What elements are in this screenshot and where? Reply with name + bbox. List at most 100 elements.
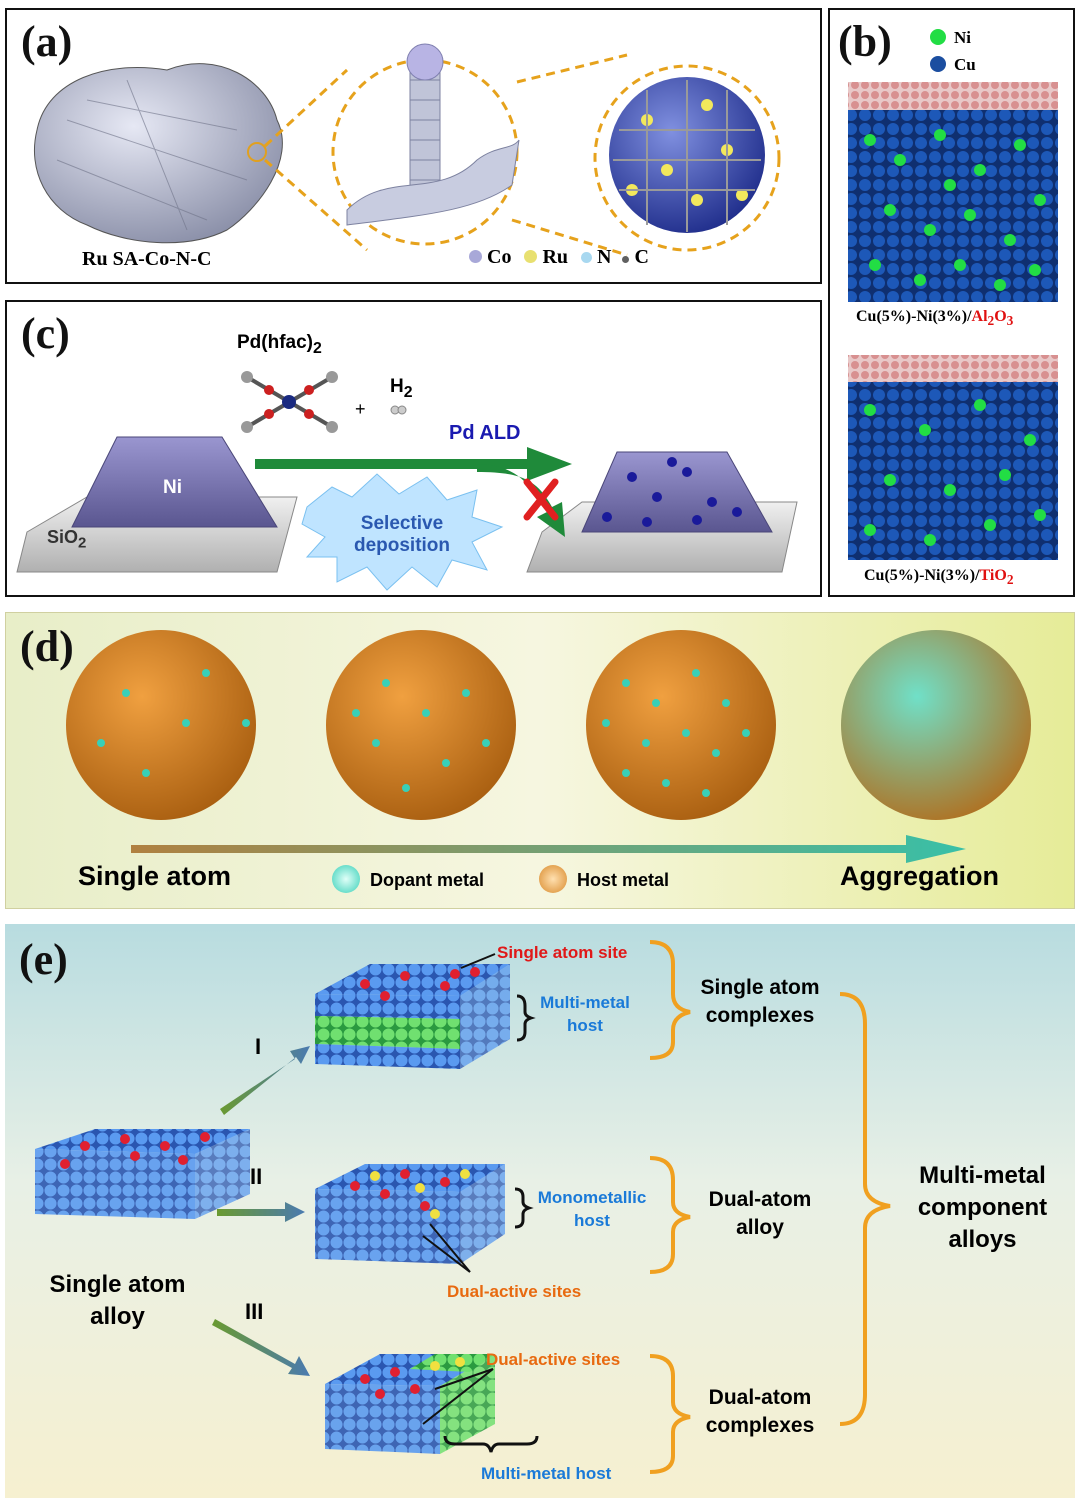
- block-III: [325, 1354, 495, 1454]
- legend-c: C: [634, 246, 649, 268]
- panel-a: (a) R: [5, 8, 822, 284]
- caption-top-prefix: Cu(5%)-Ni(3%)/: [856, 308, 972, 325]
- panel-b-caption-top: Cu(5%)-Ni(3%)/Al2O3: [856, 308, 1013, 329]
- legend-co: Co: [487, 246, 512, 268]
- panel-d-label: (d): [20, 622, 74, 671]
- ni-dot-icon: [930, 29, 946, 45]
- curved-arrow: [477, 464, 565, 537]
- route-I-label: I: [255, 1034, 262, 1059]
- panel-a-legend: Co Ru N C: [469, 246, 649, 269]
- panel-e: (e): [5, 924, 1075, 1498]
- cuni-cluster-top: [848, 110, 1058, 302]
- host-dot-icon: [539, 865, 568, 893]
- single-atom-alloy-block: [35, 1129, 250, 1219]
- brace-dual-atom-alloy: [649, 1156, 691, 1274]
- single-atom-site-label: Single atom site: [497, 943, 628, 962]
- ru-dot-icon: [524, 250, 538, 263]
- pd-hfac2-molecule: [241, 371, 338, 433]
- panel-b-label: (b): [838, 17, 892, 66]
- brace-multi-metal-host-bottom: [443, 1435, 539, 1453]
- dopant-dot-icon: [332, 865, 360, 893]
- pointer-dual-site-3: [434, 1368, 494, 1390]
- graphene-flake: [33, 63, 283, 244]
- legend-host: Host metal: [577, 870, 670, 890]
- panel-b: (b) Ni Cu: [828, 8, 1075, 597]
- pd-ald-label: Pd ALD: [449, 422, 521, 444]
- sio2-label: SiO2: [47, 527, 87, 552]
- legend-n: N: [597, 246, 612, 268]
- panel-a-caption: Ru SA-Co-N-C: [82, 248, 212, 270]
- brace-final: [839, 992, 891, 1426]
- h2-label: H2: [390, 376, 413, 401]
- cu-dot-icon: [930, 56, 946, 72]
- legend-ni: Ni: [954, 28, 971, 47]
- pd-ald-arrow: [255, 447, 572, 481]
- panel-b-caption-bottom: Cu(5%)-Ni(3%)/TiO2: [864, 567, 1014, 588]
- ni-pd-particle-right: [581, 451, 773, 533]
- panel-c-label: (c): [21, 309, 70, 358]
- panel-c-illustration: [16, 371, 798, 591]
- plus-sign: +: [355, 399, 366, 419]
- n-dot-icon: [581, 252, 593, 263]
- ni-label: Ni: [163, 477, 182, 498]
- cuni-cluster-bottom: [848, 382, 1058, 560]
- pointer-dual-site-2: [422, 1235, 471, 1273]
- brace-single-atom-complexes: [649, 940, 691, 1060]
- h2-molecule: [390, 405, 407, 415]
- particle-single-atom: [66, 630, 256, 820]
- brace-multi-metal-host: [516, 994, 536, 1042]
- caption-bottom-prefix: Cu(5%)-Ni(3%)/: [864, 567, 980, 584]
- blocked-cross-icon: [523, 478, 559, 521]
- particle-medium-dopant: [586, 630, 776, 820]
- dual-active-sites-mid: Dual-active sites: [447, 1282, 582, 1301]
- pointer-single-atom-site: [460, 953, 496, 969]
- pointer-dual-site-1: [429, 1223, 471, 1273]
- single-atom-label: Single atom: [78, 861, 232, 891]
- legend-ru: Ru: [542, 246, 569, 268]
- caption-bottom-support: TiO2: [979, 567, 1014, 588]
- particle-low-dopant: [326, 630, 516, 820]
- panel-a-label: (a): [21, 17, 73, 66]
- progress-arrow: [131, 835, 966, 863]
- co-dot-icon: [469, 250, 482, 263]
- panel-d-illustration: [66, 630, 1031, 863]
- c-dot-icon: [622, 256, 630, 263]
- ni-particle-left: [71, 436, 278, 528]
- panel-b-illustration: [848, 82, 1058, 560]
- panel-e-illustration: [35, 940, 891, 1474]
- dual-active-sites-bottom: Dual-active sites: [486, 1350, 621, 1369]
- panel-a-illustration: [33, 43, 781, 257]
- panel-d-legend: Dopant metal Host metal: [332, 865, 669, 893]
- block-I: [315, 964, 510, 1069]
- panel-b-legend: Ni Cu: [930, 24, 976, 78]
- panel-d: (d) Single atom Aggregation Dopant metal…: [5, 612, 1075, 909]
- particle-aggregation: [841, 630, 1031, 820]
- legend-dopant: Dopant metal: [370, 870, 485, 890]
- caption-top-support: Al2O3: [971, 308, 1014, 329]
- multi-metal-host-bottom: Multi-metal host: [481, 1464, 612, 1483]
- precursor-label: Pd(hfac)2: [237, 332, 322, 357]
- brace-dual-atom-complexes: [649, 1354, 691, 1474]
- route-arrow-II: [217, 1202, 305, 1222]
- legend-cu: Cu: [954, 55, 976, 74]
- route-arrow-III: [212, 1319, 310, 1376]
- selective-deposition-burst: [301, 473, 504, 591]
- block-II: [315, 1164, 505, 1264]
- route-arrow-I: [220, 1046, 310, 1115]
- panel-e-label: (e): [19, 935, 68, 984]
- zoom-origin: [247, 142, 267, 162]
- route-III-label: III: [245, 1299, 264, 1324]
- panel-c: (c): [5, 300, 822, 597]
- route-II-label: II: [250, 1164, 263, 1189]
- brace-monometallic-host: [514, 1187, 534, 1229]
- pointer-dual-site-4: [422, 1368, 494, 1425]
- aggregation-label: Aggregation: [840, 861, 999, 891]
